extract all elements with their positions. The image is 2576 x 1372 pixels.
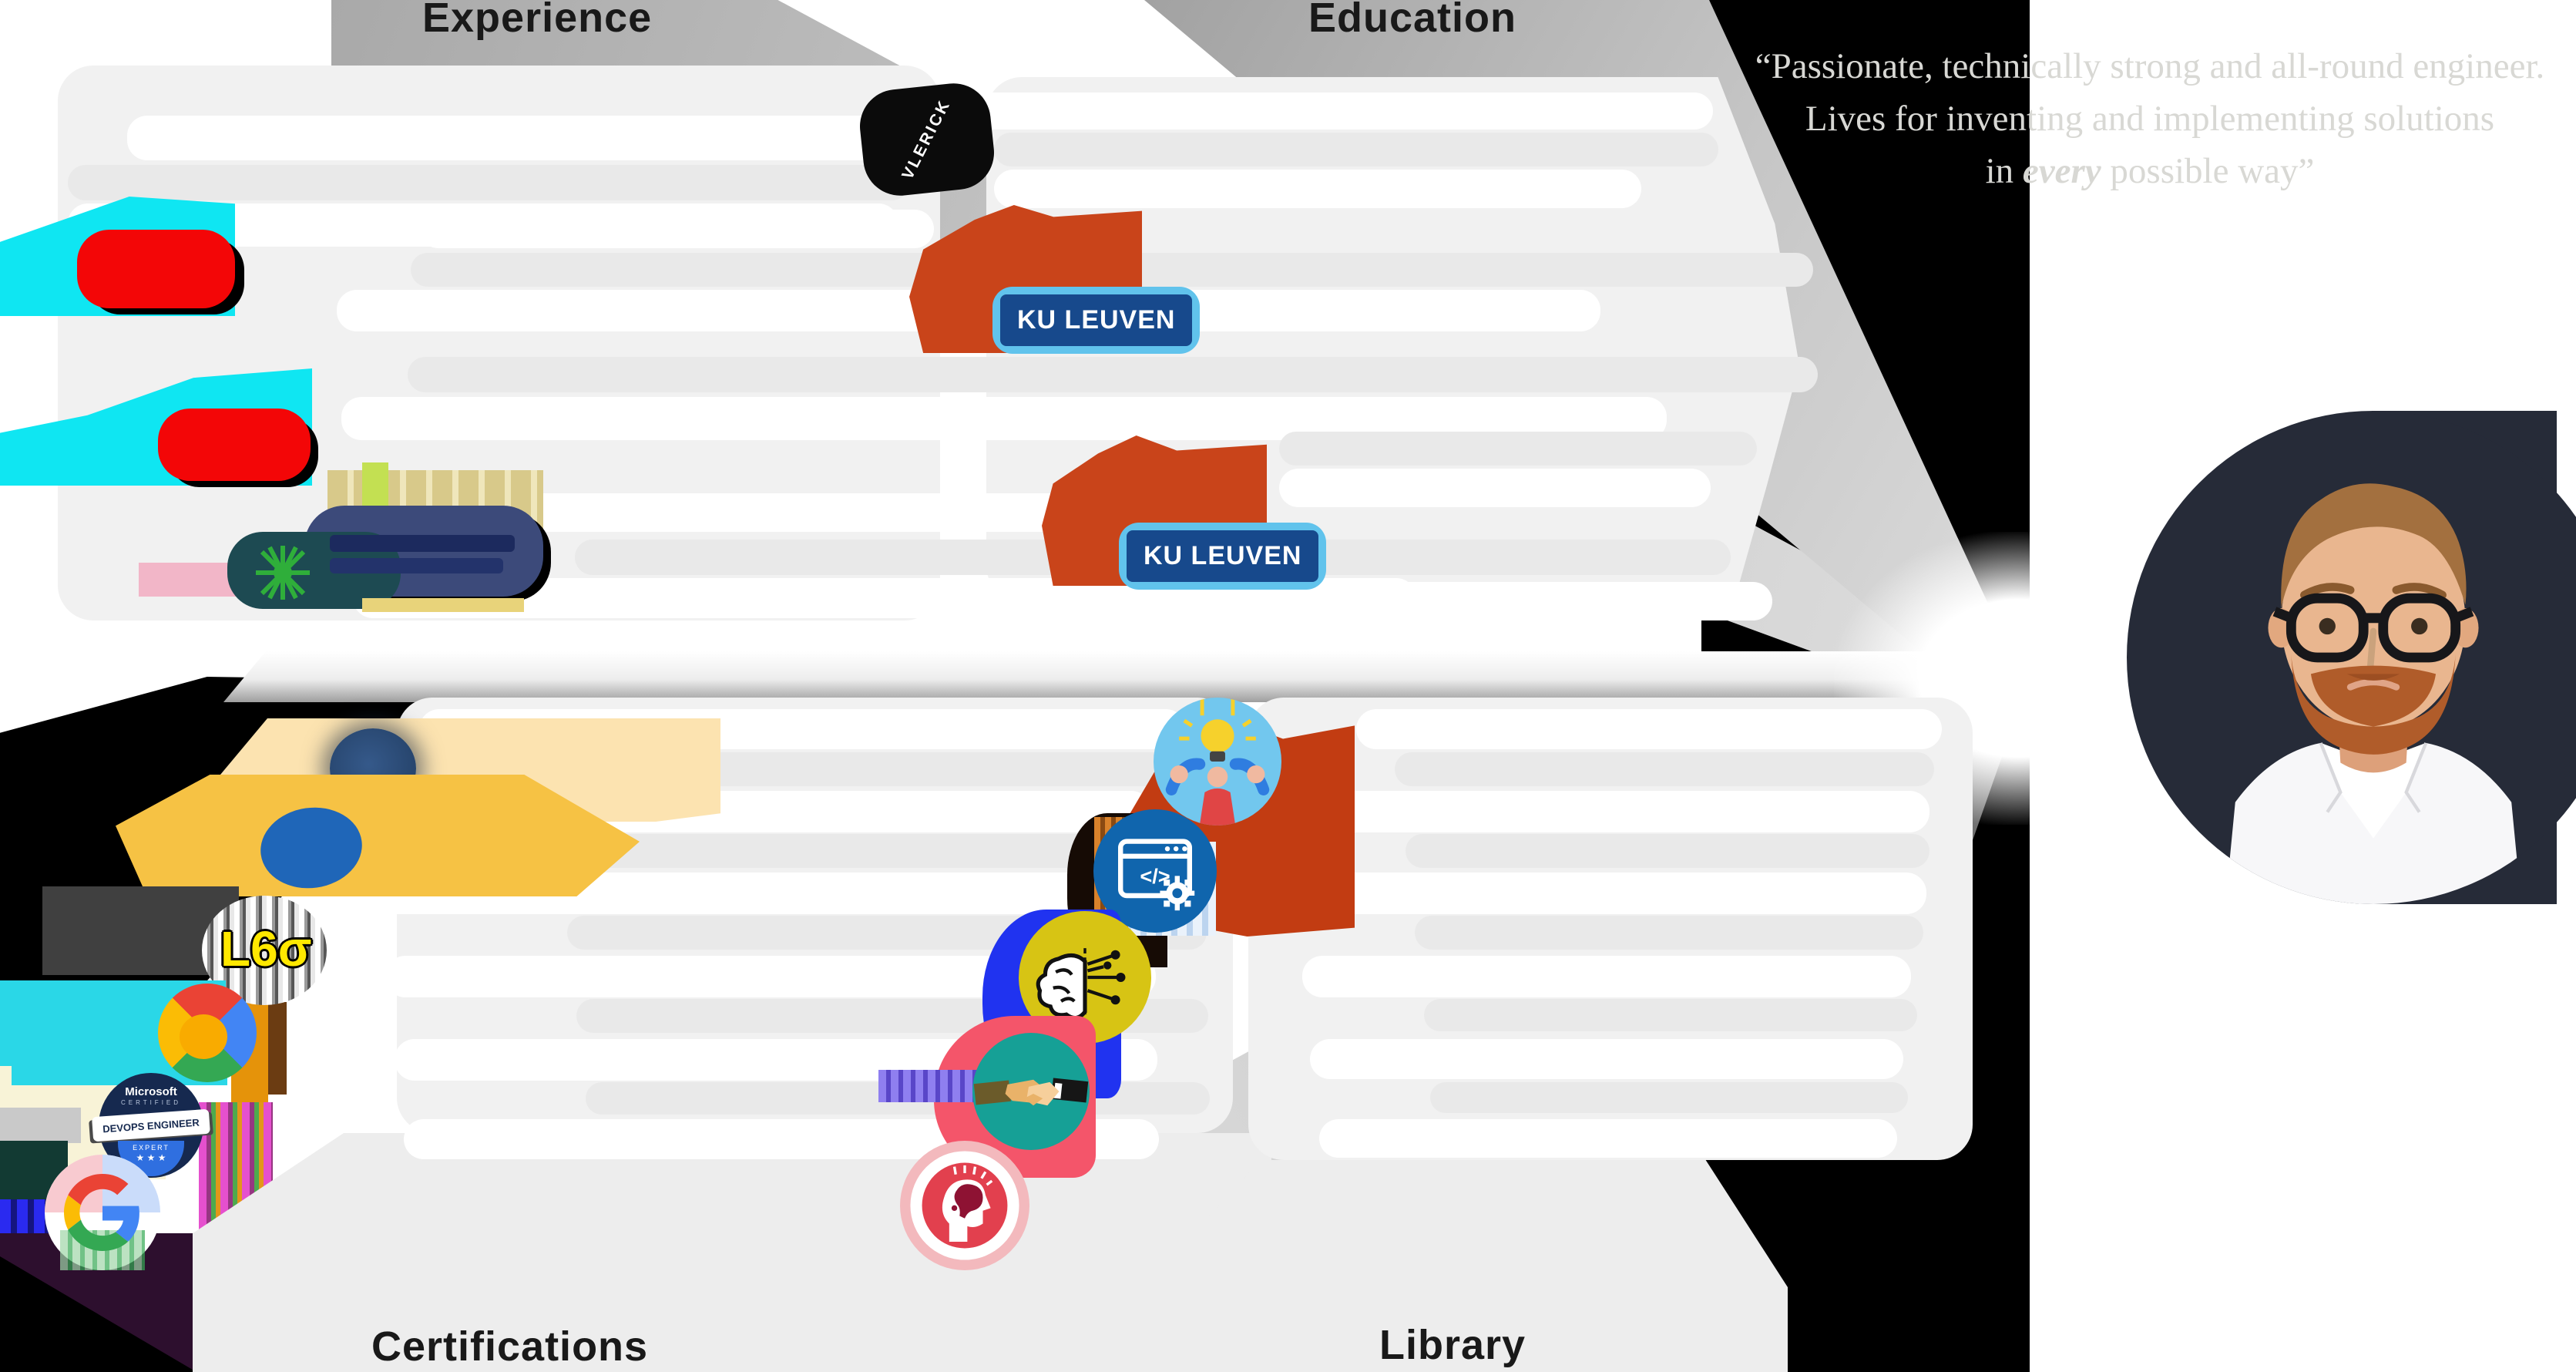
ms-badge-stars: ★ ★ ★ xyxy=(136,1152,166,1163)
ghost-text-row xyxy=(1310,1039,1903,1079)
vlerick-badge[interactable]: VLERICK xyxy=(856,79,998,200)
kuleuven-badge[interactable]: KU LEUVEN xyxy=(1119,523,1327,590)
ghost-text-row xyxy=(994,170,1641,208)
ms-badge-level: EXPERT xyxy=(133,1144,170,1152)
google-g-icon xyxy=(64,1174,141,1251)
handshake-icon[interactable] xyxy=(972,1033,1090,1150)
certifications-heading: Certifications xyxy=(371,1323,649,1370)
ghost-text-row xyxy=(1279,469,1711,507)
portrait-photo xyxy=(2225,483,2521,904)
ghost-text-row xyxy=(1279,582,1772,620)
ghost-text-row xyxy=(1279,432,1757,466)
kuleuven-badge-label: KU LEUVEN xyxy=(1127,530,1319,582)
logo-green-starburst-icon xyxy=(254,544,311,601)
cert-yellow-band xyxy=(116,775,640,896)
education-heading: Education xyxy=(1308,0,1517,41)
ms-badge-certified: CERTIFIED xyxy=(120,1099,182,1106)
experience-heading: Experience xyxy=(422,0,653,41)
ghost-text-row xyxy=(1302,956,1911,997)
glitch-gray-sliver xyxy=(0,1108,81,1143)
company-logo-red[interactable] xyxy=(77,230,235,308)
ghost-text-row xyxy=(1430,1082,1908,1113)
ghost-text-row xyxy=(896,92,1713,129)
quote-line: Lives for inventing and implementing sol… xyxy=(1805,99,2495,140)
ghost-text-row xyxy=(408,357,1818,392)
ghost-text-row xyxy=(1356,709,1942,749)
logo-wordmark-line xyxy=(330,535,515,552)
library-purple-stripe xyxy=(878,1070,979,1102)
logo-yellow-sliver xyxy=(362,598,524,612)
kuleuven-badge[interactable]: KU LEUVEN xyxy=(992,287,1201,354)
ms-badge-role: DEVOPS ENGINEER xyxy=(102,1116,200,1135)
quote-line3-prefix: in xyxy=(1985,151,2023,192)
portrait-avatar xyxy=(2127,411,2576,904)
spine-band xyxy=(223,651,1988,702)
ms-badge-brand: Microsoft xyxy=(125,1085,177,1098)
vlerick-badge-label: VLERICK xyxy=(898,96,955,183)
quote-block: “Passionate, technically strong and all-… xyxy=(1726,40,2574,197)
ghost-text-row xyxy=(68,165,909,200)
google-g-badge[interactable] xyxy=(45,1155,160,1270)
ms-badge-shield: EXPERT ★ ★ ★ xyxy=(118,1141,184,1176)
lean-six-sigma-label: L6σ xyxy=(220,921,312,977)
ghost-text-row xyxy=(1319,1119,1897,1158)
quote-line: in every possible way” xyxy=(1726,145,2574,197)
google-cloud-wheel-icon[interactable] xyxy=(158,984,257,1082)
quote-line3-suffix: possible way” xyxy=(2101,151,2315,192)
ghost-text-row xyxy=(419,210,934,248)
idea-teamwork-icon[interactable] xyxy=(1154,698,1281,826)
ghost-text-row xyxy=(1328,791,1929,832)
company-logo-red[interactable] xyxy=(158,409,311,481)
quote-line: “Passionate, technically strong and all-… xyxy=(1755,46,2545,86)
library-title-panel xyxy=(1202,1160,1788,1372)
ghost-text-row xyxy=(127,116,932,160)
ghost-text-row xyxy=(518,493,1134,532)
ghost-text-row xyxy=(1395,752,1934,786)
google-cloud-wheel-center xyxy=(180,1014,227,1059)
ghost-text-row xyxy=(994,133,1718,166)
mindset-head-icon[interactable] xyxy=(900,1141,1029,1270)
logo-wordmark-line xyxy=(330,558,503,573)
ghost-text-row xyxy=(1406,834,1929,868)
glitch-brown-stripe xyxy=(268,1002,287,1095)
ghost-text-row xyxy=(1415,916,1923,950)
kuleuven-badge-label: KU LEUVEN xyxy=(1000,294,1193,346)
ghost-text-row xyxy=(1310,873,1926,914)
certifications-title-panel xyxy=(193,1133,1271,1372)
quote-line3-emphasis: every xyxy=(2022,151,2101,192)
library-heading: Library xyxy=(1379,1322,1526,1368)
experience-entry-logo[interactable] xyxy=(131,461,563,627)
ghost-text-row xyxy=(1424,999,1917,1031)
